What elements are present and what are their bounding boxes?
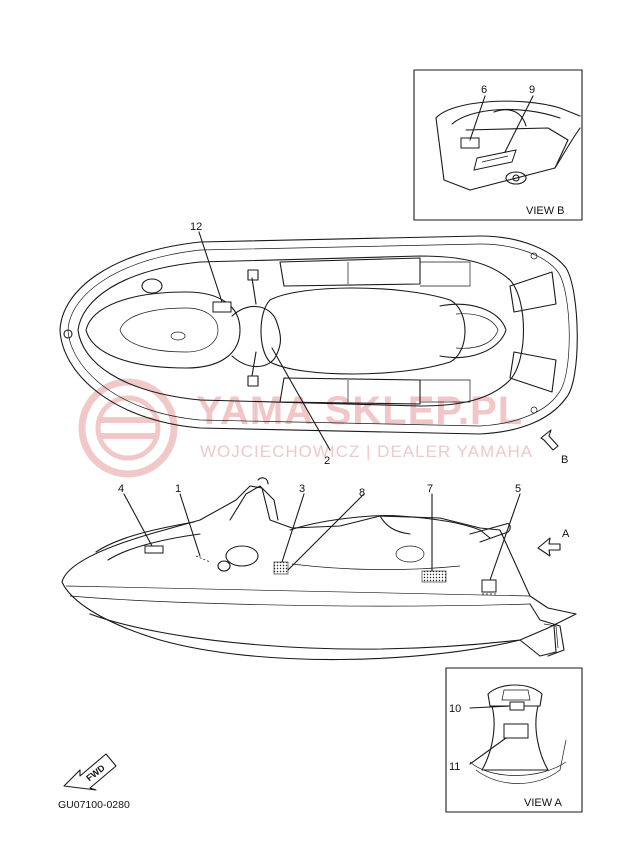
- fwd-label: FWD: [84, 762, 107, 783]
- view-a-inset: 10 11 VIEW A: [445, 667, 583, 813]
- watermark-logo: [78, 378, 178, 478]
- callout-5: 5: [515, 483, 521, 495]
- callout-1: 1: [175, 483, 181, 495]
- callout-2: 2: [324, 455, 330, 467]
- callout-9: 9: [529, 84, 535, 96]
- callout-12: 12: [190, 221, 202, 233]
- arrow-b-label: B: [561, 454, 568, 466]
- callout-3: 3: [299, 483, 305, 495]
- watermark-title: YAMA SKLEP.PL: [196, 389, 523, 433]
- side-view: 4 1 3 8 7 5 A: [61, 477, 577, 661]
- view-a-label: VIEW A: [524, 797, 563, 809]
- view-b-frame: [413, 69, 583, 221]
- callout-7: 7: [427, 483, 433, 495]
- part-number: GU07100-0280: [58, 799, 130, 811]
- view-b-inset: 6 9 VIEW B: [413, 69, 583, 221]
- view-a-frame: [445, 667, 583, 813]
- callout-4: 4: [118, 483, 124, 495]
- arrow-a-label: A: [562, 528, 570, 540]
- top-view: 12 2 B: [59, 221, 578, 467]
- callout-11: 11: [449, 761, 460, 773]
- callout-10: 10: [449, 703, 461, 715]
- fwd-arrow: FWD: [63, 753, 117, 791]
- callout-6: 6: [481, 84, 487, 96]
- callout-8: 8: [359, 487, 365, 499]
- watermark-subtitle: WOJCIECHOWICZ | DEALER YAMAHA: [200, 442, 533, 461]
- watermark: YAMA SKLEP.PL WOJCIECHOWICZ | DEALER YAM…: [78, 378, 533, 478]
- view-b-label: VIEW B: [526, 205, 565, 217]
